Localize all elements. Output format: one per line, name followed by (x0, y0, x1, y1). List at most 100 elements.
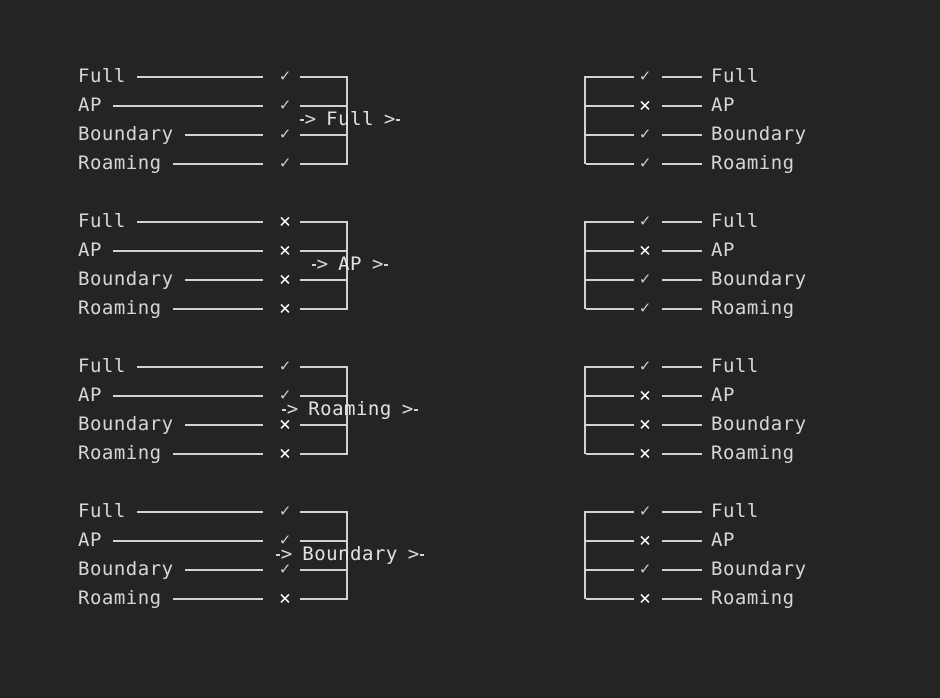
input-row: Full✓ (78, 497, 348, 526)
bracket-stub (586, 539, 634, 542)
input-label: Boundary (78, 413, 174, 435)
cross-icon: ✕ (279, 297, 291, 319)
check-icon: ✓ (279, 153, 291, 173)
connector-line (662, 278, 702, 281)
bracket-stub (586, 75, 634, 78)
output-label: AP (711, 529, 735, 551)
transition-block: Full✓AP✓Boundary✕Roaming✕>Roaming>✓Full✕… (0, 352, 940, 468)
cross-icon: ✕ (639, 413, 651, 435)
connector-line (136, 220, 263, 223)
bracket-bar (346, 221, 348, 309)
output-row: ✓Boundary (584, 120, 884, 149)
input-label: Roaming (78, 587, 162, 609)
output-label: AP (711, 239, 735, 261)
check-icon: ✓ (639, 153, 651, 173)
connector-line (184, 133, 263, 136)
connector-line (662, 423, 702, 426)
arrow-line-in (275, 553, 280, 556)
bracket-bar (346, 76, 348, 164)
arrow-line-out (414, 408, 419, 411)
connector-line (112, 249, 263, 252)
output-label: Full (711, 210, 759, 232)
input-row: Full✓ (78, 62, 348, 91)
output-label: Boundary (711, 268, 807, 290)
output-group: ✓Full✕AP✕Boundary✕Roaming (584, 352, 884, 468)
connector-line (662, 597, 702, 600)
input-label: Boundary (78, 268, 174, 290)
connector-line (662, 568, 702, 571)
input-row: Boundary✓ (78, 120, 348, 149)
bracket-stub (300, 162, 348, 165)
bracket-stub (586, 133, 634, 136)
input-group: Full✓AP✓Boundary✓Roaming✓ (78, 62, 348, 178)
output-group: ✓Full✕AP✓Boundary✓Roaming (584, 207, 884, 323)
connector-line (662, 162, 702, 165)
output-row: ✓Roaming (584, 149, 884, 178)
cross-icon: ✕ (639, 442, 651, 464)
input-row: Roaming✕ (78, 294, 348, 323)
connector-line (112, 394, 263, 397)
connector-line (662, 220, 702, 223)
input-label: Boundary (78, 123, 174, 145)
cross-icon: ✕ (639, 529, 651, 551)
connector-line (112, 104, 263, 107)
connector-line (662, 249, 702, 252)
check-icon: ✓ (279, 530, 291, 550)
bracket-stub (586, 307, 634, 310)
arrow-head-icon: > (304, 108, 317, 130)
input-row: Boundary✕ (78, 410, 348, 439)
bracket-bar (584, 366, 586, 454)
connector-line (662, 510, 702, 513)
input-row: AP✓ (78, 381, 348, 410)
connector-line (662, 365, 702, 368)
check-icon: ✓ (639, 269, 651, 289)
cross-icon: ✕ (639, 94, 651, 116)
arrow-line-out (384, 263, 389, 266)
input-row: Boundary✕ (78, 265, 348, 294)
check-icon: ✓ (279, 501, 291, 521)
output-label: Full (711, 500, 759, 522)
input-row: AP✓ (78, 91, 348, 120)
bracket-stub (300, 452, 348, 455)
check-icon: ✓ (279, 95, 291, 115)
input-label: Roaming (78, 152, 162, 174)
input-row: AP✕ (78, 236, 348, 265)
check-icon: ✓ (279, 559, 291, 579)
bracket-stub (586, 365, 634, 368)
bracket-stub (586, 220, 634, 223)
arrow-line-out (420, 553, 425, 556)
bracket-stub (586, 394, 634, 397)
input-label: AP (78, 384, 102, 406)
output-row: ✓Full (584, 497, 884, 526)
check-icon: ✓ (279, 356, 291, 376)
bracket-bar (584, 511, 586, 599)
transition-center: >Roaming> (281, 395, 419, 424)
bracket-stub (586, 423, 634, 426)
arrow-out-icon: > (407, 543, 420, 565)
bracket-stub (300, 307, 348, 310)
output-row: ✕AP (584, 91, 884, 120)
input-group: Full✕AP✕Boundary✕Roaming✕ (78, 207, 348, 323)
input-label: Boundary (78, 558, 174, 580)
arrow-line-out (396, 118, 401, 121)
input-label: Full (78, 355, 126, 377)
cross-icon: ✕ (279, 239, 291, 261)
check-icon: ✓ (639, 559, 651, 579)
arrow-line-in (311, 263, 316, 266)
bracket-stub (300, 249, 348, 252)
transition-block: Full✓AP✓Boundary✓Roaming✕>Boundary>✓Full… (0, 497, 940, 613)
output-row: ✕Roaming (584, 439, 884, 468)
bracket-stub (300, 220, 348, 223)
bracket-stub (300, 394, 348, 397)
connector-line (172, 452, 263, 455)
arrow-head-icon: > (280, 543, 293, 565)
output-label: AP (711, 384, 735, 406)
bracket-stub (586, 104, 634, 107)
connector-line (136, 75, 263, 78)
output-row: ✕AP (584, 381, 884, 410)
connector-line (136, 365, 263, 368)
output-row: ✓Roaming (584, 294, 884, 323)
transition-block: Full✕AP✕Boundary✕Roaming✕>AP>✓Full✕AP✓Bo… (0, 207, 940, 323)
bracket-stub (300, 423, 348, 426)
input-row: Boundary ✓ (78, 555, 348, 584)
